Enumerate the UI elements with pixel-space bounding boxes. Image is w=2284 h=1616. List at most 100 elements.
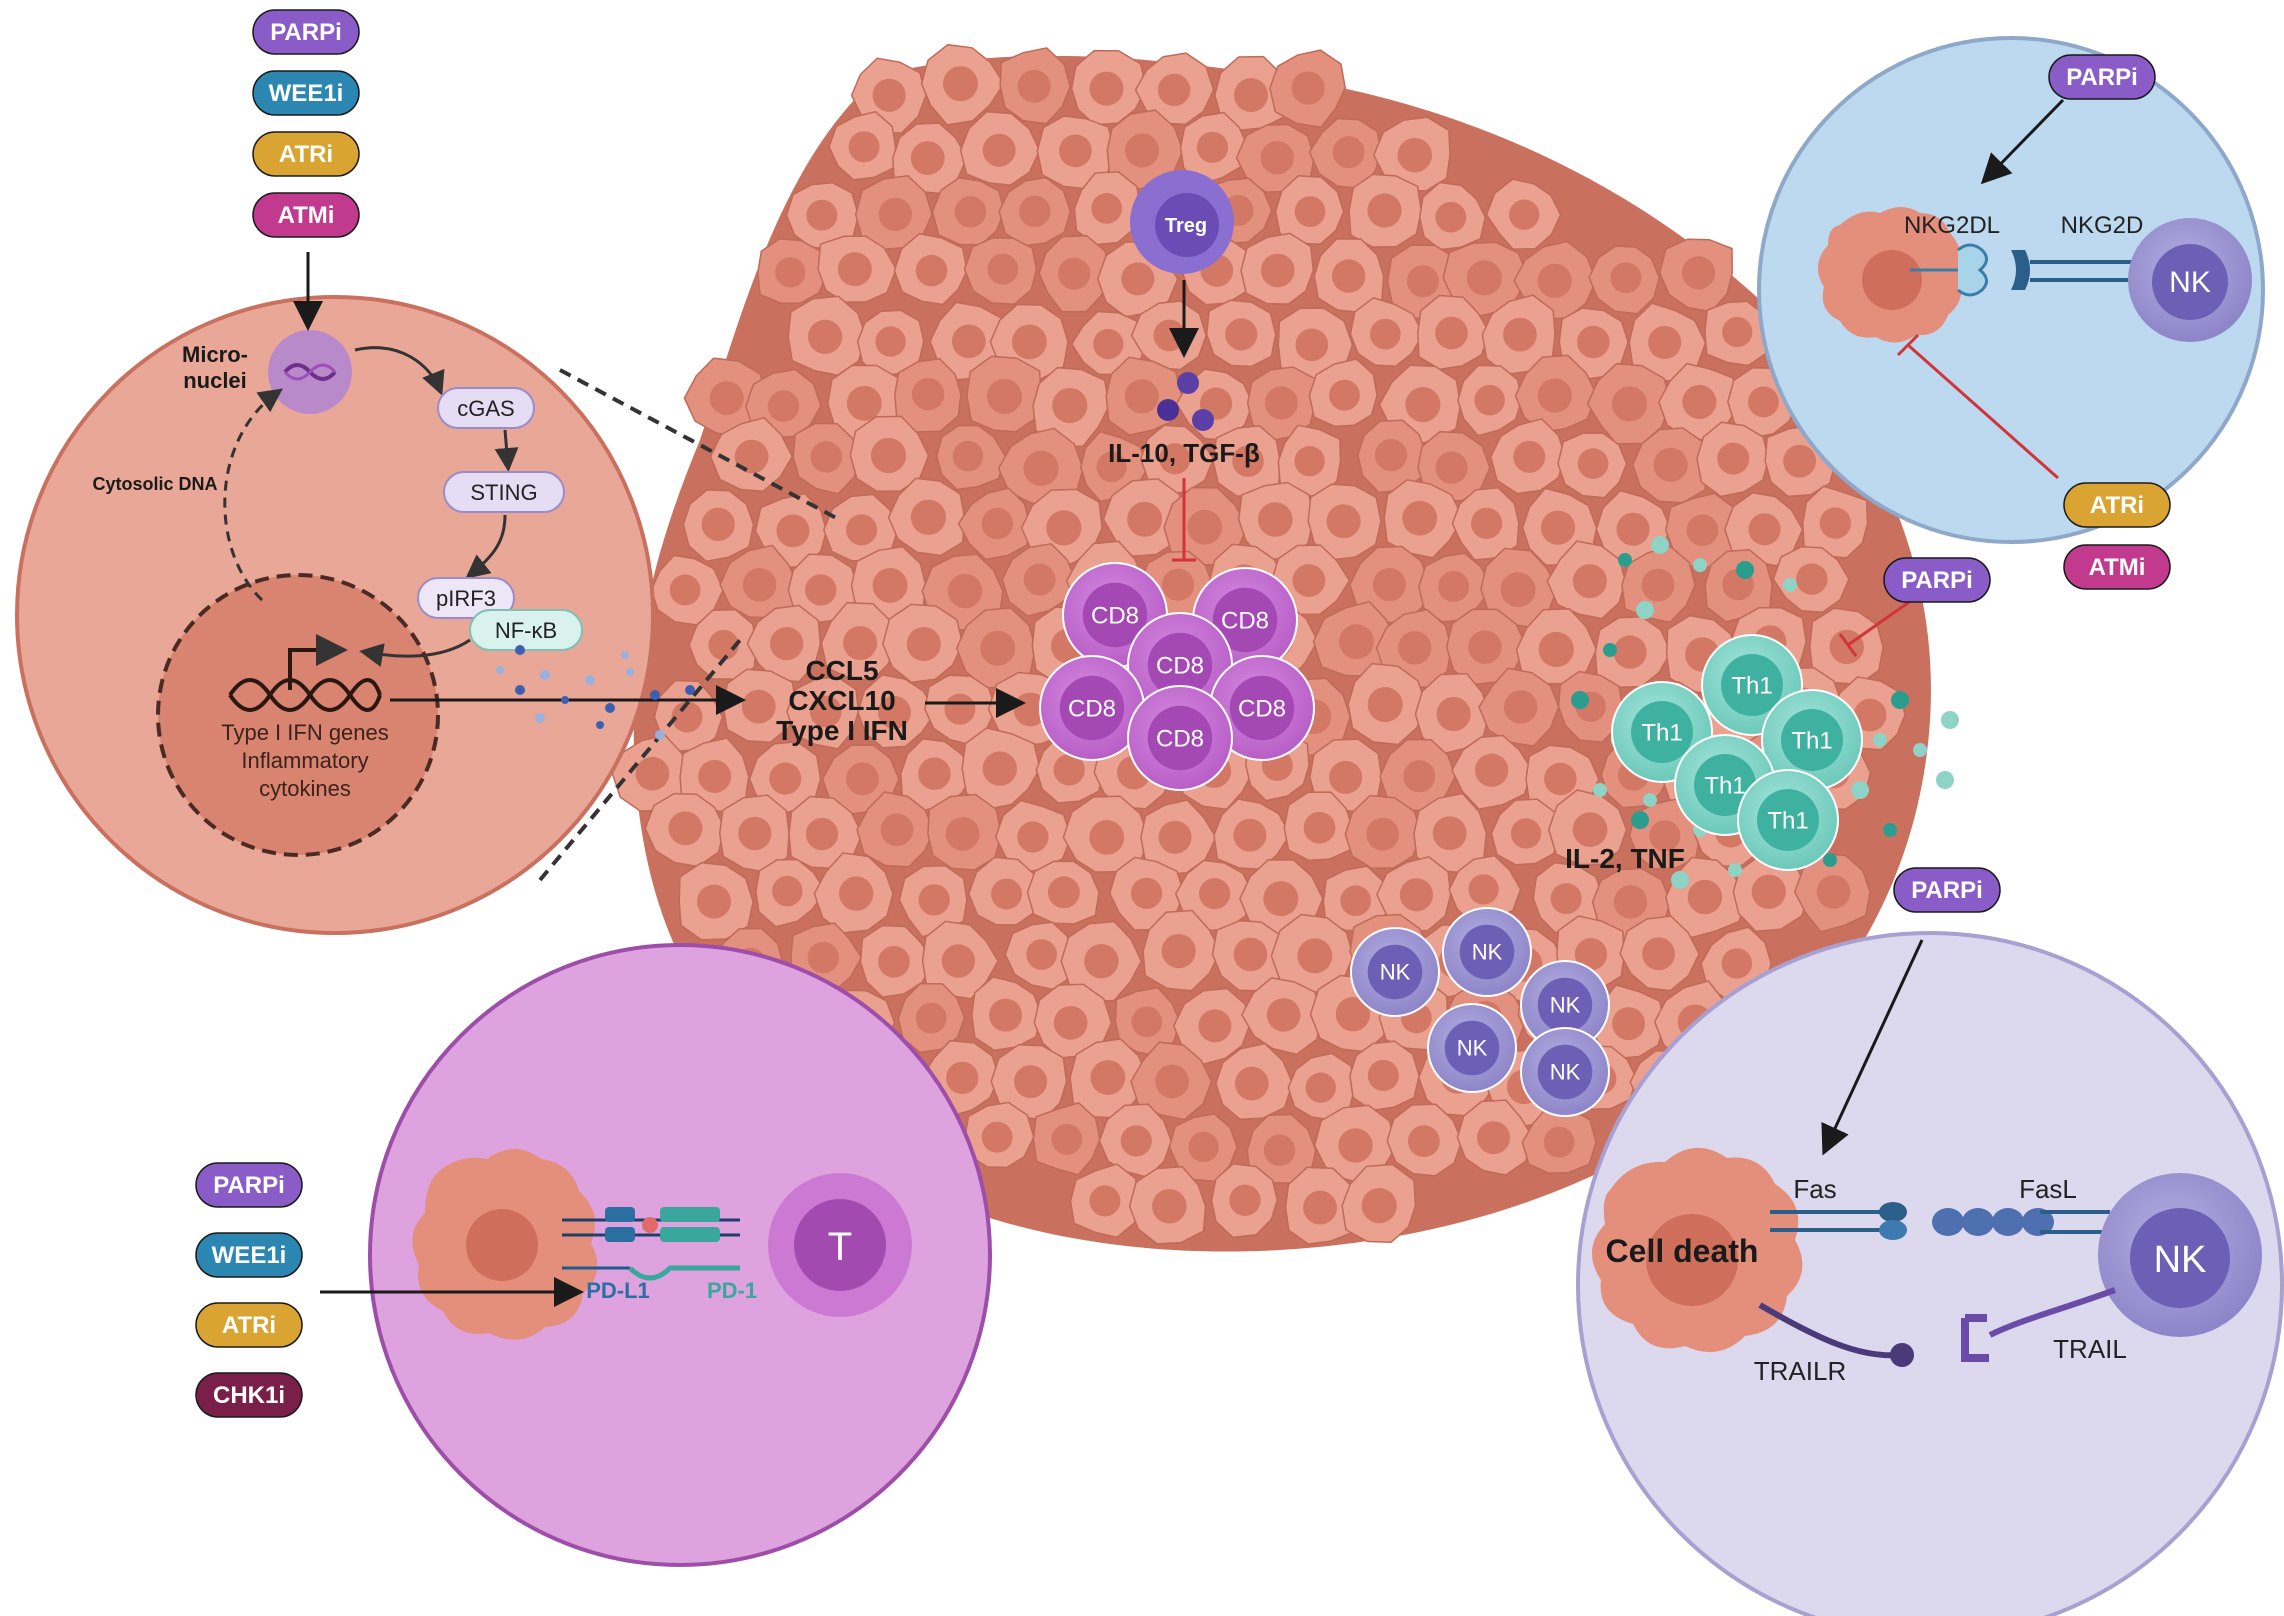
badge-label: WEE1i: [212, 1242, 287, 1269]
chemokine-label-3: Type I IFN: [776, 715, 908, 746]
tumor-cell: [892, 122, 968, 195]
tumor-cell: [1130, 1041, 1213, 1121]
zoom-line-top: [559, 368, 841, 522]
tumor-cell: [1557, 432, 1628, 499]
tumor-cell: [1287, 1052, 1356, 1121]
nkg2dl-label: NKG2DL: [1904, 212, 2000, 239]
atri-badge: ATRi: [2063, 482, 2171, 528]
tumor-cell: [1246, 1113, 1317, 1184]
th1-cell: Th1: [1737, 769, 1839, 871]
th1-cytokine-dot: [1671, 871, 1689, 889]
tumor-cell: [971, 976, 1043, 1051]
cgas-label: cGAS: [457, 396, 514, 421]
nk-label-fas: NK: [2154, 1239, 2207, 1281]
cd8-label: CD8: [1156, 652, 1204, 679]
tumor-cell: [1140, 424, 1215, 495]
th1-cytokine-dot: [1618, 553, 1632, 567]
badge-label: ATMi: [2089, 554, 2146, 581]
th1-cytokine-dot: [1693, 558, 1707, 572]
treg-label: Treg: [1165, 215, 1207, 237]
tumor-cell: [849, 415, 930, 493]
pirf3-label: pIRF3: [436, 586, 496, 611]
tumor-cell: [1241, 977, 1322, 1056]
tumor-cell: [1704, 300, 1773, 367]
th1-cytokine-dot: [1883, 823, 1897, 837]
th1-label: Th1: [1767, 807, 1808, 834]
trail-label: TRAIL: [2053, 1334, 2127, 1364]
tumor-cell: [1283, 791, 1354, 862]
tumor-cell: [1594, 615, 1672, 688]
tumor-cell: [813, 852, 894, 934]
sting-label: STING: [470, 480, 537, 505]
tumor-cell: [682, 489, 755, 563]
cd8-cell: CD8: [1039, 655, 1145, 761]
tumor-cell: [755, 858, 827, 928]
tumor-cell: [683, 357, 770, 439]
tumor-cell: [1418, 181, 1487, 251]
tumor-cell: [1490, 798, 1562, 866]
tumor-cell: [1383, 479, 1464, 559]
tumor-cell: [924, 674, 997, 746]
th1-cytokine-dot: [1941, 711, 1959, 729]
tumor-cell: [1665, 492, 1742, 568]
tumor-cell: [882, 603, 964, 684]
th1-cytokine-dot: [1636, 601, 1654, 619]
tumor-cell: [1514, 354, 1598, 433]
nfkb-box: [469, 609, 583, 651]
th1-cytokine-dot: [1603, 643, 1617, 657]
tumor-cell: [999, 47, 1071, 125]
wee1i-badge: WEE1i: [252, 70, 360, 116]
tumor-cell: [1212, 425, 1281, 498]
th1-cytokine-dot: [1651, 536, 1669, 554]
badge-label: ATRi: [279, 141, 333, 168]
tumor-cell: [1372, 116, 1451, 192]
tumor-cell: [961, 727, 1041, 811]
tumor-cell: [1417, 294, 1491, 371]
nk-cell: NK: [1520, 1027, 1610, 1117]
tumor-cell: [1172, 987, 1251, 1066]
parpi-badge: PARPi: [2048, 54, 2156, 100]
tumor-cell: [1274, 174, 1345, 245]
chemokine-dot: [605, 703, 615, 713]
th1-cytokine-dot: [1873, 733, 1887, 747]
badge-label: PARPi: [1901, 567, 1973, 594]
tumor-cell: [1308, 358, 1378, 427]
tumor-cell: [1134, 52, 1215, 126]
tumor-cell: [1451, 734, 1534, 810]
cd8-label: CD8: [1156, 725, 1204, 752]
tumor-cell: [1414, 672, 1490, 756]
tumor-cell: [1114, 986, 1181, 1057]
tumor-cell: [1270, 913, 1354, 995]
th1-cytokine-dot: [1823, 853, 1837, 867]
tumor-cell: [1038, 234, 1110, 313]
nucleus-text-1: Type I IFN genes: [221, 720, 389, 745]
tumor-cell: [1240, 232, 1315, 305]
tumor-cell: [817, 235, 898, 303]
tumor-mass: [611, 43, 1931, 1252]
tumor-cell: [1515, 608, 1598, 685]
tumor-cell: [1456, 1099, 1534, 1176]
th1-cytokine-dot: [1936, 771, 1954, 789]
nk-label-nkg2d: NK: [2169, 266, 2211, 299]
arrow-to-cgas: [354, 346, 445, 396]
fas-label: Fas: [1793, 1174, 1836, 1204]
cd8-label: CD8: [1091, 602, 1139, 629]
chemokine-dot: [515, 645, 525, 655]
fasl-ligand: [1932, 1208, 2054, 1236]
tumor-cell: [1659, 238, 1733, 313]
chemokine-dot: [596, 721, 604, 729]
chemokine-dot: [585, 675, 595, 685]
tumor-cell: [967, 856, 1039, 926]
th1-label: Th1: [1791, 727, 1832, 754]
chemokine-dot: [626, 668, 634, 676]
tumor-cell: [997, 427, 1084, 509]
pd1-label: PD-1: [707, 1278, 757, 1303]
tumor-cell: [1457, 364, 1523, 437]
treg-cell: Treg: [1130, 170, 1234, 274]
tumor-cell: [1451, 486, 1520, 561]
atri-badge: ATRi: [252, 131, 360, 177]
cd8-label: CD8: [1068, 695, 1116, 722]
tumor-cell: [1060, 920, 1143, 1003]
fas-trail-panel: Cell death Fas FasL NK TRAILR TRAIL: [1576, 931, 2284, 1616]
